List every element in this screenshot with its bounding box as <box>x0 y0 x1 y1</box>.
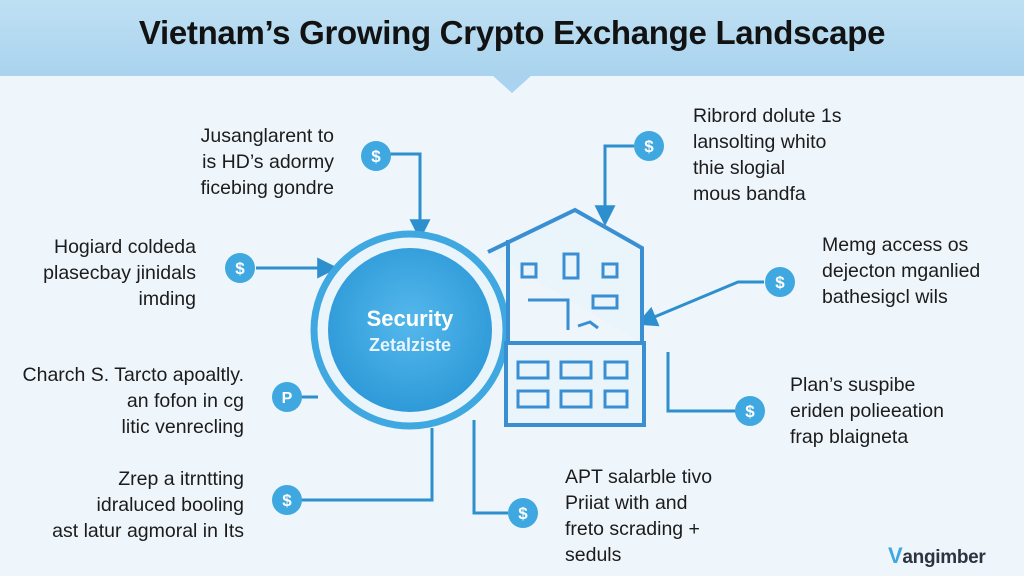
window <box>601 262 619 279</box>
core-inner-disc <box>328 248 492 412</box>
label-bottom-center: APT salarble tivo Priiat with and freto … <box>565 466 713 566</box>
dollar-coin-icon: $ <box>361 141 391 171</box>
dollar-coin-icon: $ <box>634 131 664 161</box>
label-bottom-left: Zrep a itrntting idraluced booling ast l… <box>52 468 244 542</box>
label-mid-right: Memg access os dejecton mganlied bathesi… <box>822 234 981 308</box>
window <box>559 389 593 409</box>
connector-top-left <box>390 152 431 241</box>
connector-top-right <box>594 144 634 227</box>
label-mid-left: Hogiard coldeda plasecbay jinidals imdin… <box>43 236 196 310</box>
coin-icons: $ $ P $ $ $ $ $ <box>225 131 795 528</box>
peso-coin-icon: P <box>272 382 302 412</box>
svg-text:$: $ <box>644 137 654 156</box>
dollar-coin-icon: $ <box>508 498 538 528</box>
dollar-coin-icon: $ <box>272 485 302 515</box>
dollar-coin-icon: $ <box>765 267 795 297</box>
logo-mark-icon: V <box>888 543 903 568</box>
door-mark <box>577 320 599 330</box>
connector-lines <box>256 144 764 515</box>
window <box>559 360 593 380</box>
label-top-left: Jusanglarent to is HD’s adormy ficebing … <box>200 125 334 199</box>
label-lower-left: Charch S. Tarcto apoaltly. an fofon in c… <box>22 364 244 438</box>
logo-text: angimber <box>902 547 986 568</box>
exchange-building-icon <box>487 207 646 427</box>
window <box>562 252 580 280</box>
window <box>591 294 619 310</box>
svg-text:$: $ <box>775 273 785 292</box>
window <box>516 360 550 380</box>
connector-bottom-center <box>472 420 508 515</box>
window-frame <box>528 298 570 330</box>
window <box>516 389 550 409</box>
label-top-right: Ribrord dolute 1s lansolting whito thie … <box>693 105 842 205</box>
dollar-coin-icon: $ <box>225 253 255 283</box>
svg-text:$: $ <box>371 147 381 166</box>
page-title: Vietnam’s Growing Crypto Exchange Landsc… <box>138 14 886 51</box>
svg-text:$: $ <box>282 491 292 510</box>
core-title: Security <box>367 306 455 331</box>
connector-lower-right <box>666 352 736 413</box>
window <box>603 389 629 409</box>
connector-bottom-left <box>300 428 434 502</box>
title-banner <box>0 0 1024 76</box>
banner-notch <box>492 75 532 93</box>
brand-logo: Vangimber <box>888 543 986 569</box>
building-lower-body <box>504 341 646 427</box>
dollar-coin-icon: $ <box>735 396 765 426</box>
svg-text:$: $ <box>235 259 245 278</box>
svg-text:P: P <box>282 390 293 407</box>
svg-text:$: $ <box>745 402 755 421</box>
label-lower-right: Plan’s suspibe eriden polieeation frap b… <box>790 374 944 448</box>
security-core: Security Zetalziste <box>310 230 510 430</box>
core-subtitle: Zetalziste <box>369 335 451 355</box>
window <box>603 360 629 380</box>
svg-text:$: $ <box>518 504 528 523</box>
window <box>520 262 538 279</box>
connector-mid-right <box>636 280 764 327</box>
